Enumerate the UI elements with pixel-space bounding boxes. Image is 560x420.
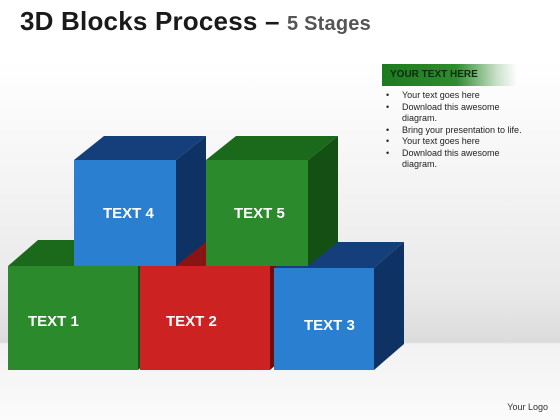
title-main: 3D Blocks Process bbox=[20, 6, 258, 36]
title-dash: – bbox=[257, 6, 288, 36]
block-text2-label: TEXT 2 bbox=[166, 313, 217, 330]
block-text2-front bbox=[140, 266, 270, 370]
block-text5-front bbox=[206, 160, 308, 266]
info-header: YOUR TEXT HERE bbox=[382, 64, 517, 86]
block-text5-side bbox=[308, 136, 338, 266]
page-title: 3D Blocks Process – 5 Stages bbox=[20, 6, 371, 37]
info-bullet: Download this awesome diagram. bbox=[386, 148, 536, 171]
block-text4-label: TEXT 4 bbox=[103, 205, 155, 222]
block-text4[interactable]: TEXT 4 bbox=[74, 136, 206, 266]
logo-placeholder: Your Logo bbox=[507, 402, 548, 412]
block-text4-front bbox=[74, 160, 176, 266]
block-text1-label: TEXT 1 bbox=[28, 313, 79, 330]
block-text1-front bbox=[8, 266, 138, 370]
title-subtitle: 5 Stages bbox=[287, 13, 371, 35]
block-text5-label: TEXT 5 bbox=[234, 205, 285, 222]
info-bullet: Bring your presentation to life. bbox=[386, 125, 536, 137]
info-bullet: Download this awesome diagram. bbox=[386, 102, 536, 125]
block-text3-side bbox=[374, 242, 404, 370]
block-text4-top bbox=[74, 136, 206, 160]
block-text5[interactable]: TEXT 5 bbox=[206, 136, 338, 266]
info-bullet-list: Your text goes here Download this awesom… bbox=[386, 90, 536, 171]
info-bullet: Your text goes here bbox=[386, 90, 536, 102]
block-text3-label: TEXT 3 bbox=[304, 317, 355, 334]
block-text4-side bbox=[176, 136, 206, 266]
info-bullet: Your text goes here bbox=[386, 136, 536, 148]
block-text3-front bbox=[274, 268, 374, 370]
block-text5-top bbox=[206, 136, 338, 160]
